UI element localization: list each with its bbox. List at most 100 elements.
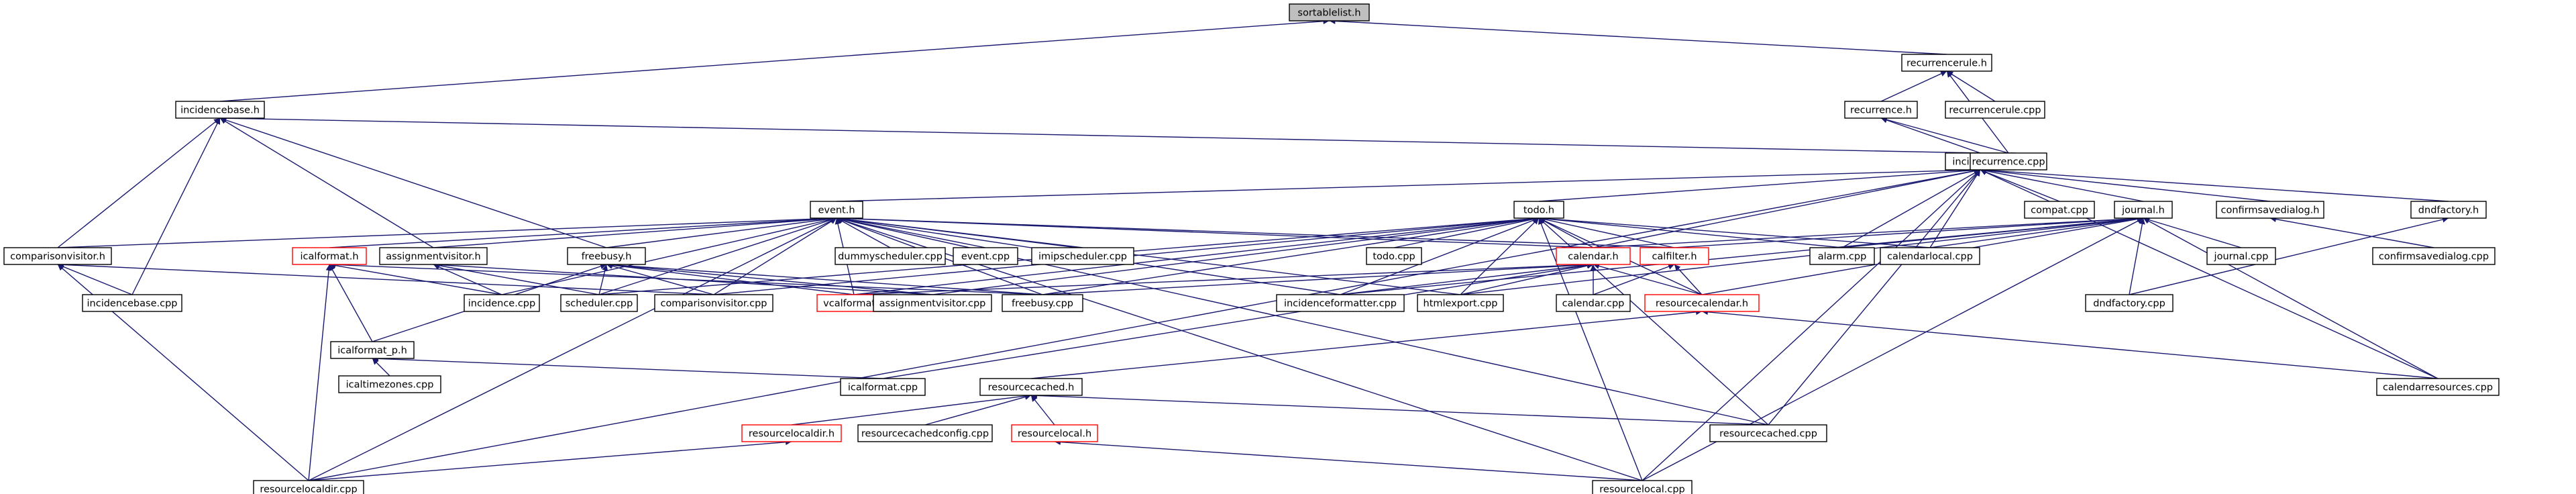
- node-calfilter-h[interactable]: calfilter.h: [1640, 247, 1709, 265]
- node-resourcecached-h[interactable]: resourcecached.h: [979, 378, 1083, 396]
- edge-event-cpp-to-event-h: [836, 216, 986, 248]
- edge-icalformat-cpp-to-icalformat-p-h: [372, 355, 883, 379]
- edge-confirmsavedialog-h-to-incidence-h: [1980, 167, 2271, 202]
- edge-htmlexport-cpp-to-event-h: [836, 215, 1461, 295]
- node-box: [1031, 247, 1134, 265]
- node-incidenceformatter-cpp[interactable]: incidenceformatter.cpp: [1276, 294, 1405, 312]
- node-box: [1644, 294, 1760, 312]
- node-label: incidenceformatter.cpp: [1284, 299, 1397, 309]
- node-resourcelocal-h[interactable]: resourcelocal.h: [1011, 424, 1098, 442]
- edge-recurrencerule-cpp-to-recurrencerule-h: [1946, 70, 1996, 102]
- node-comparisonvisitor-cpp[interactable]: comparisonvisitor.cpp: [654, 294, 773, 312]
- node-box: [292, 247, 367, 265]
- node-journal-cpp[interactable]: journal.cpp: [2206, 247, 2276, 265]
- node-box: [2024, 201, 2095, 219]
- node-box: [2085, 294, 2174, 312]
- node-resourcecachedconfig-cpp[interactable]: resourcecachedconfig.cpp: [857, 424, 993, 442]
- node-box: [338, 375, 441, 393]
- node-icalformat-p-h[interactable]: icalformat_p.h: [330, 341, 415, 359]
- node-resourcecached-cpp[interactable]: resourcecached.cpp: [1709, 424, 1827, 442]
- node-label: calendarlocal.cpp: [1887, 252, 1973, 262]
- edge-freebusy-cpp-to-calendar-h: [1042, 261, 1594, 295]
- edge-event-h-to-incidence-h: [836, 166, 1981, 202]
- edge-todo-cpp-to-todo-h: [1393, 216, 1540, 248]
- node-box: [873, 294, 992, 312]
- edge-resourcecalendar-h-to-calfilter-h: [1674, 264, 1703, 295]
- node-label: dndfactory.h: [2418, 205, 2479, 216]
- node-todo-cpp[interactable]: todo.cpp: [1366, 247, 1422, 265]
- node-box: [1002, 294, 1083, 312]
- node-assignmentvisitor-h[interactable]: assignmentvisitor.h: [379, 247, 488, 265]
- node-label: freebusy.h: [582, 252, 632, 262]
- node-resourcelocaldir-h[interactable]: resourcelocaldir.h: [741, 424, 842, 442]
- node-recurrence-cpp[interactable]: recurrence.cpp: [1970, 152, 2047, 170]
- node-icalformat-h[interactable]: icalformat.h: [292, 247, 367, 265]
- edge-journal-cpp-to-journal-h: [2143, 217, 2242, 248]
- node-calendar-h[interactable]: calendar.h: [1556, 247, 1631, 265]
- node-resourcelocaldir-cpp[interactable]: resourcelocaldir.cpp: [253, 480, 364, 494]
- edge-calendar-h-to-journal-h: [1593, 215, 2144, 248]
- edge-scheduler-cpp-to-freebusy-h: [598, 264, 608, 295]
- node-label: todo.h: [1523, 205, 1554, 216]
- node-dndfactory-cpp[interactable]: dndfactory.cpp: [2085, 294, 2174, 312]
- node-box: [1945, 101, 2045, 119]
- node-recurrence-h[interactable]: recurrence.h: [1844, 101, 1918, 119]
- edge-icaltimezones-cpp-to-icalformat-p-h: [372, 358, 390, 377]
- node-resourcelocal-cpp[interactable]: resourcelocal.cpp: [1592, 480, 1693, 494]
- edge-icalformat-cpp-to-calendar-h: [882, 262, 1594, 379]
- node-label: dummyscheduler.cpp: [838, 252, 943, 262]
- edge-incidenceformatter-cpp-to-journal-h: [1340, 215, 2144, 295]
- node-resourcecalendar-h[interactable]: resourcecalendar.h: [1644, 294, 1760, 312]
- node-alarm-cpp[interactable]: alarm.cpp: [1809, 247, 1875, 265]
- node-event-cpp[interactable]: event.cpp: [953, 247, 1018, 265]
- node-event-h[interactable]: event.h: [810, 201, 863, 219]
- node-journal-h[interactable]: journal.h: [2114, 201, 2173, 219]
- node-incidencebase-h[interactable]: incidencebase.h: [175, 101, 265, 119]
- node-dummyscheduler-cpp[interactable]: dummyscheduler.cpp: [835, 247, 946, 265]
- node-label: assignmentvisitor.h: [386, 252, 481, 262]
- node-freebusy-cpp[interactable]: freebusy.cpp: [1002, 294, 1083, 312]
- edge-calendar-h-to-event-h: [836, 215, 1594, 248]
- node-label: resourcecached.h: [988, 383, 1075, 393]
- edge-incidenceformatter-cpp-to-todo-h: [1340, 217, 1540, 295]
- node-todo-h[interactable]: todo.h: [1513, 201, 1564, 219]
- node-label: resourcelocaldir.h: [749, 429, 835, 440]
- node-box: [379, 247, 488, 265]
- node-incidencebase-cpp[interactable]: incidencebase.cpp: [82, 294, 182, 312]
- node-calendarlocal-cpp[interactable]: calendarlocal.cpp: [1880, 247, 1980, 265]
- node-recurrencerule-h[interactable]: recurrencerule.h: [1901, 54, 1992, 72]
- node-icalformat-cpp[interactable]: icalformat.cpp: [840, 378, 926, 396]
- node-dndfactory-h[interactable]: dndfactory.h: [2410, 201, 2487, 219]
- node-incidence-cpp[interactable]: incidence.cpp: [464, 294, 540, 312]
- node-calendar-cpp[interactable]: calendar.cpp: [1556, 294, 1631, 312]
- node-calendarresources-cpp[interactable]: calendarresources.cpp: [2376, 378, 2500, 396]
- edge-calendar-h-to-incidence-h: [1593, 168, 1981, 248]
- node-htmlexport-cpp[interactable]: htmlexport.cpp: [1417, 294, 1504, 312]
- node-imipscheduler-cpp[interactable]: imipscheduler.cpp: [1031, 247, 1134, 265]
- edge-freebusy-h-to-incidencebase-h: [219, 117, 607, 248]
- edge-incidencebase-cpp-to-comparisonvisitor-h: [57, 264, 133, 295]
- node-confirmsavedialog-cpp[interactable]: confirmsavedialog.cpp: [2372, 247, 2496, 265]
- node-label: icaltimezones.cpp: [346, 380, 434, 391]
- node-box: [1366, 247, 1422, 265]
- node-label: resourcecached.cpp: [1719, 429, 1817, 440]
- edge-calfilter-h-to-event-h: [836, 215, 1675, 248]
- node-confirmsavedialog-h[interactable]: confirmsavedialog.h: [2216, 201, 2324, 219]
- edge-calendar-cpp-to-calfilter-h: [1593, 263, 1675, 295]
- node-comparisonvisitor-h[interactable]: comparisonvisitor.h: [3, 247, 112, 265]
- node-box: [840, 378, 926, 396]
- node-box: [2216, 201, 2324, 219]
- node-assignmentvisitor-cpp[interactable]: assignmentvisitor.cpp: [873, 294, 992, 312]
- node-box: [2372, 247, 2496, 265]
- node-icaltimezones-cpp[interactable]: icaltimezones.cpp: [338, 375, 441, 393]
- edge-comparisonvisitor-cpp-to-freebusy-h: [606, 263, 714, 295]
- edge-icalformat-p-h-to-icalformat-h: [329, 264, 373, 342]
- node-label: incidencebase.cpp: [87, 299, 178, 309]
- edge-compat-cpp-to-incidence-h: [1980, 169, 2060, 202]
- node-sortablelist-h[interactable]: sortablelist.h: [1289, 3, 1370, 21]
- node-freebusy-h[interactable]: freebusy.h: [567, 247, 646, 265]
- node-scheduler-cpp[interactable]: scheduler.cpp: [560, 294, 638, 312]
- node-recurrencerule-cpp[interactable]: recurrencerule.cpp: [1945, 101, 2045, 119]
- edge-recurrence-cpp-to-recurrence-h: [1880, 117, 2009, 154]
- node-compat-cpp[interactable]: compat.cpp: [2024, 201, 2095, 219]
